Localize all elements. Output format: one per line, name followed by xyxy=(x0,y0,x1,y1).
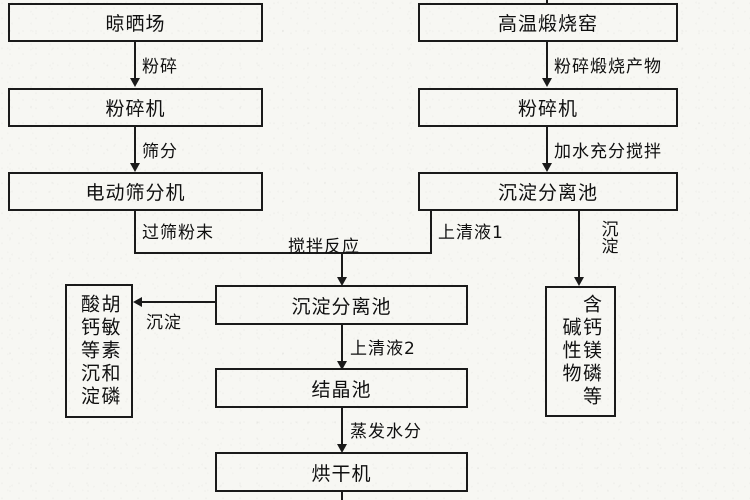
edge-label-crush-calcined-product: 粉碎煅烧产物 xyxy=(554,57,662,77)
edge-merge-to-middle-tank xyxy=(341,252,343,282)
node-crusher-left[interactable]: 粉碎机 xyxy=(8,88,263,127)
edge-precipitate-left xyxy=(141,301,217,303)
edge-label-stir-reaction: 搅拌反应 xyxy=(288,237,360,257)
node-sun-drying-yard[interactable]: 晾晒场 xyxy=(8,3,263,42)
arrowhead-middle-tank-to-crystallization xyxy=(337,361,347,370)
edge-crusher-to-sieve xyxy=(134,127,136,167)
edge-label-crush: 粉碎 xyxy=(142,57,178,77)
edge-middle-tank-to-crystallization xyxy=(341,325,343,365)
node-label: 晾晒场 xyxy=(105,13,166,35)
arrowhead-crystallization-to-dryer xyxy=(337,444,347,453)
node-label: 含钙镁磷等碱性物 xyxy=(559,294,603,409)
arrowhead-precipitate-left xyxy=(133,297,142,307)
node-dryer[interactable]: 烘干机 xyxy=(215,452,468,492)
node-sedimentation-tank-right[interactable]: 沉淀分离池 xyxy=(418,172,678,211)
edge-label-sieved-powder: 过筛粉末 xyxy=(142,223,214,243)
node-label: 沉淀分离池 xyxy=(497,182,598,204)
edge-kiln-to-crusher xyxy=(546,42,548,82)
node-label: 粉碎机 xyxy=(105,98,166,120)
edge-drying-to-crusher xyxy=(134,42,136,82)
node-label: 烘干机 xyxy=(311,462,372,485)
node-crystallization-tank[interactable]: 结晶池 xyxy=(215,368,468,408)
edge-inflow-to-kiln xyxy=(546,0,548,4)
edge-label-supernatant-1: 上清液1 xyxy=(438,223,504,243)
arrowhead-crusher-to-sieve xyxy=(130,163,140,172)
node-alkaline-product[interactable]: 含钙镁磷等碱性物 xyxy=(545,286,616,417)
node-label: 电动筛分机 xyxy=(85,182,186,204)
node-label: 胡敏素和磷酸钙等沉淀 xyxy=(78,293,121,409)
arrowhead-drying-to-crusher xyxy=(130,78,140,87)
node-humic-precipitate[interactable]: 胡敏素和磷酸钙等沉淀 xyxy=(65,284,133,418)
node-electric-sieve[interactable]: 电动筛分机 xyxy=(8,172,263,211)
edge-sieved-powder-vertical xyxy=(134,211,136,254)
edge-crusher-to-sedimentation xyxy=(546,127,548,167)
arrowhead-kiln-to-crusher xyxy=(542,78,552,87)
edge-label-supernatant-2: 上清液2 xyxy=(350,339,416,359)
edge-label-add-water-stir: 加水充分搅拌 xyxy=(554,142,662,162)
node-label: 粉碎机 xyxy=(517,98,578,120)
edge-label-precipitate-right: 沉淀 xyxy=(601,220,619,257)
node-label: 结晶池 xyxy=(311,378,372,401)
arrowhead-merge-to-middle-tank xyxy=(337,277,347,286)
node-high-temp-kiln[interactable]: 高温煅烧窑 xyxy=(418,3,678,42)
edge-label-evaporate-water: 蒸发水分 xyxy=(350,422,422,442)
edge-crystallization-to-dryer xyxy=(341,408,343,448)
edge-label-sieve: 筛分 xyxy=(142,142,178,162)
node-label: 高温煅烧窑 xyxy=(497,13,598,35)
node-label: 沉淀分离池 xyxy=(291,295,392,318)
node-sedimentation-tank-middle[interactable]: 沉淀分离池 xyxy=(215,285,468,325)
arrowhead-crusher-to-sedimentation xyxy=(542,163,552,172)
edge-supernatant1-horizontal xyxy=(342,252,432,254)
edge-label-precipitate-left: 沉淀 xyxy=(146,313,182,333)
edge-sieved-powder-horizontal xyxy=(134,252,342,254)
edge-precipitate-right xyxy=(578,211,580,281)
arrowhead-precipitate-right xyxy=(574,277,584,286)
node-crusher-right[interactable]: 粉碎机 xyxy=(418,88,678,127)
edge-dryer-outflow xyxy=(341,492,343,500)
edge-supernatant1-vertical xyxy=(430,211,432,254)
